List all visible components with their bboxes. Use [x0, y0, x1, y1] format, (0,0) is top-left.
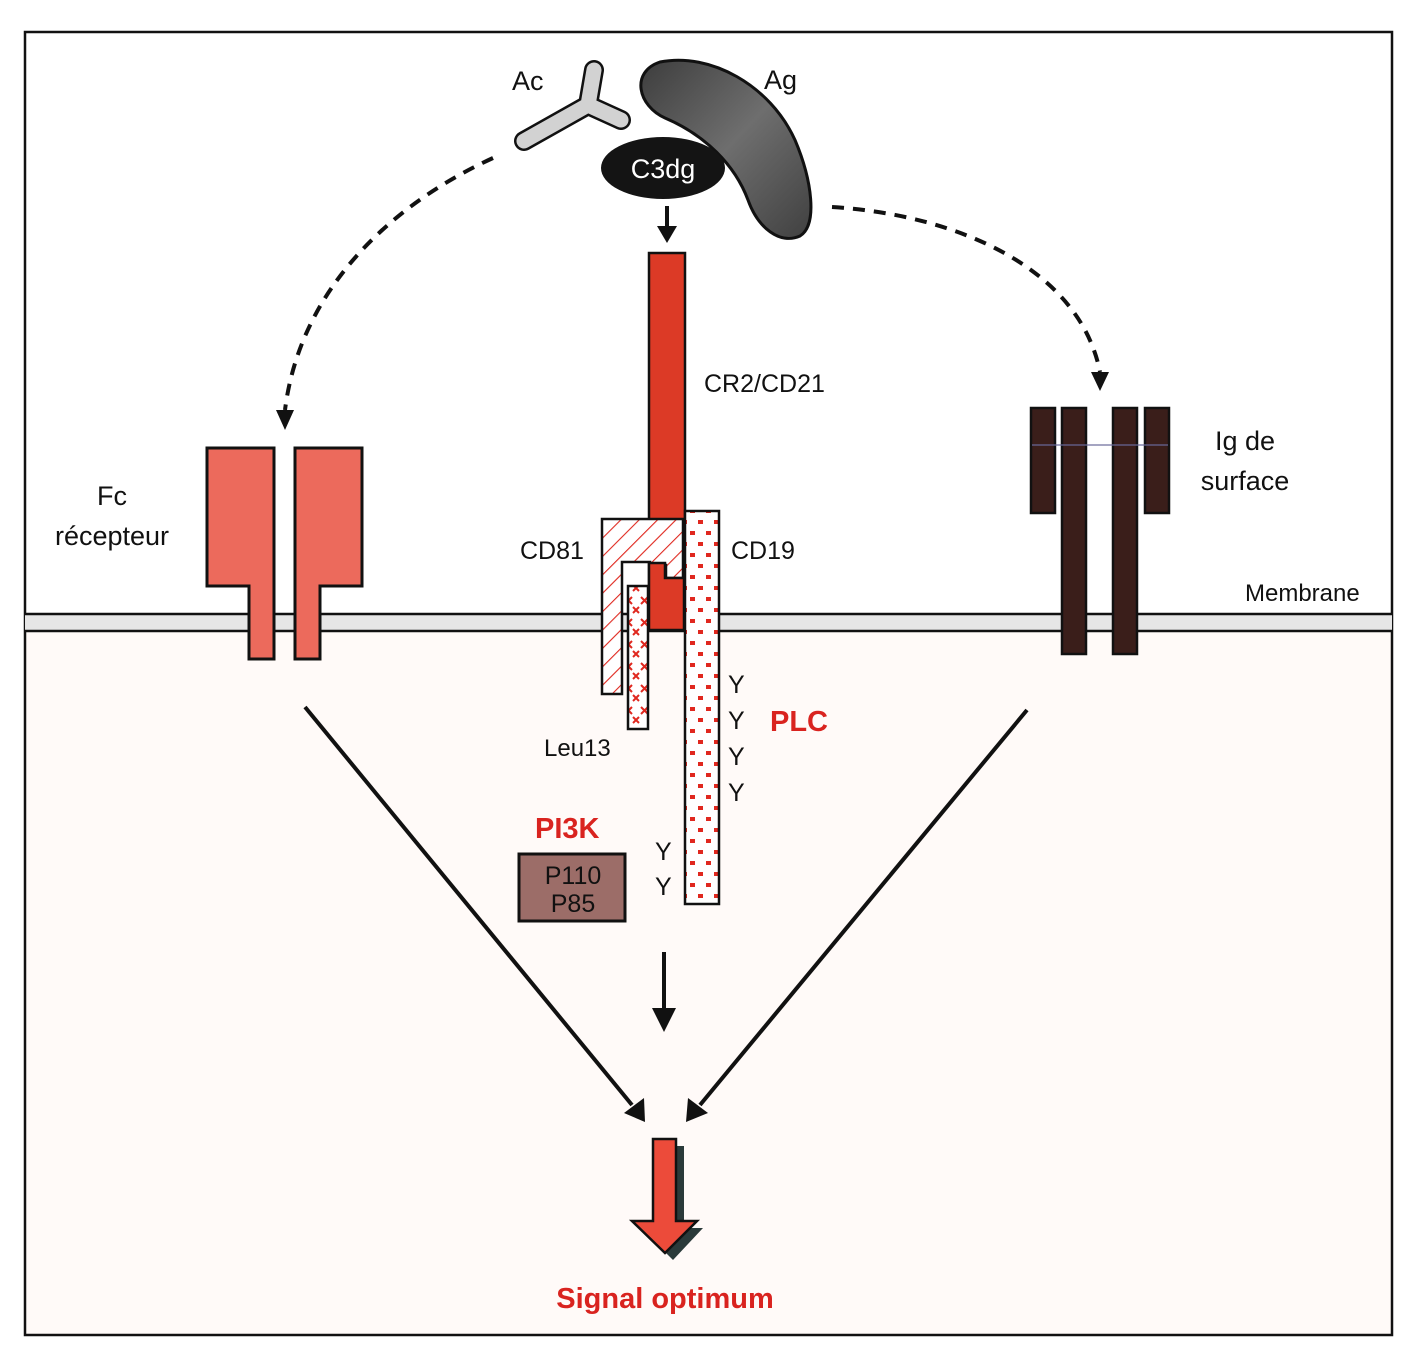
- surface-ig-label-line1: Ig de: [1215, 426, 1275, 456]
- tyrosine-plc-3: Y: [728, 743, 745, 771]
- dashed-arrow-to-fc-receptor: [276, 156, 494, 430]
- membrane-label: Membrane: [1245, 580, 1360, 607]
- plc-label: PLC: [770, 706, 828, 738]
- figure-frame: [23, 30, 1394, 1337]
- surface-ig-label-line2: surface: [1201, 466, 1290, 496]
- c3dg-binding-arrow: [657, 206, 677, 243]
- tyrosine-plc-4: Y: [728, 779, 745, 807]
- tyrosine-pi3k-2: Y: [655, 873, 672, 901]
- cd19-protein: [683, 509, 721, 906]
- pi3k-label: PI3K: [535, 813, 600, 845]
- p85-label: P85: [551, 890, 595, 918]
- tyrosine-plc-1: Y: [728, 671, 745, 699]
- signal-optimum-label: Signal optimum: [556, 1283, 774, 1315]
- fc-receptor-label-line2: récepteur: [55, 521, 169, 551]
- signal-optimum-arrow: [628, 1137, 703, 1260]
- c3dg-label: C3dg: [631, 154, 696, 184]
- pi3k-complex-box: [517, 852, 627, 923]
- antibody-label: Ac: [512, 66, 544, 96]
- p110-label: P110: [545, 862, 602, 890]
- c3dg-ellipse: [601, 137, 725, 199]
- ig-to-signal-arrow: [686, 708, 1029, 1122]
- cd19-label: CD19: [731, 537, 795, 565]
- cr2-cd21-label: CR2/CD21: [704, 370, 825, 398]
- leu13-protein: [626, 584, 650, 731]
- dashed-arrow-to-surface-ig: [831, 205, 1109, 391]
- tyrosine-plc-2: Y: [728, 707, 745, 735]
- antigen-label: Ag: [764, 65, 797, 95]
- surface-ig: [1029, 406, 1171, 656]
- tyrosine-pi3k-1: Y: [655, 838, 672, 866]
- antigen-icon: [639, 58, 813, 240]
- leu13-label: Leu13: [544, 735, 611, 762]
- fc-receptor: [205, 446, 364, 661]
- fc-to-signal-arrow: [303, 705, 645, 1122]
- cd81-label: CD81: [520, 537, 584, 565]
- antibody-icon: [514, 60, 631, 151]
- fc-receptor-label-line1: Fc: [97, 481, 127, 511]
- central-signal-arrow: [652, 952, 676, 1032]
